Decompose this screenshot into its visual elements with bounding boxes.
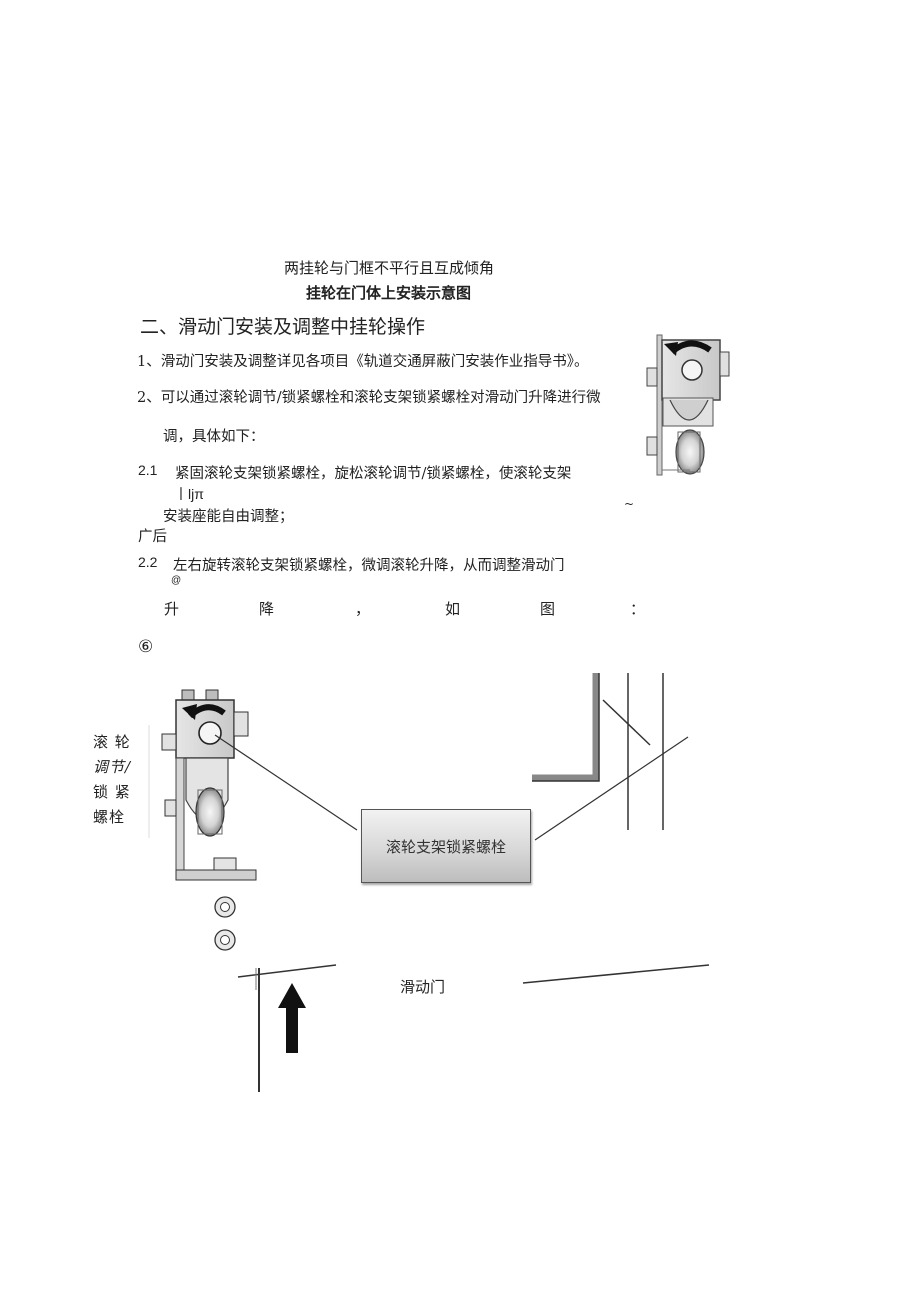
sliding-door-label: 滑动门 [400,978,446,996]
leader-line [214,734,358,831]
circled-number: ⑥ [138,637,154,657]
label-line: 螺栓 [93,808,126,826]
bracket-lock-bolt-label-box: 滚轮支架锁紧螺栓 [361,809,531,883]
bolt-icon [198,721,222,745]
spread-char: ， [355,600,371,618]
section-heading: 二、滑动门安装及调整中挂轮操作 [140,316,426,338]
sliding-door-illustration [237,964,710,1092]
bracket-lock-bolt-label: 滚轮支架锁紧螺栓 [385,837,506,856]
caption-install-diagram: 挂轮在门体上安装示意图 [306,284,472,302]
item-2-1-text: 紧固滚轮支架锁紧螺栓，旋松滚轮调节/锁紧螺栓，使滚轮支架 [175,466,572,482]
item-2-1-number: 2.1 [138,462,158,478]
item-2-text: 2、可以通过滚轮调节/锁紧螺栓和滚轮支架锁紧螺栓对滑动门升降进行微 [137,390,601,406]
large-roller-illustration [148,689,257,951]
spread-char: 升 [164,600,180,618]
rotate-arrow-icon [664,342,678,356]
bolt-icon [681,359,703,381]
label-line: 调节/ [93,758,132,776]
tilde-mark: ~ [624,497,635,511]
leader-line [534,736,689,841]
item-2-2-text: 左右旋转滚轮支架锁紧螺栓，微调滚轮升降，从而调整滑动门 [173,558,565,574]
spread-char: 图 [540,600,556,618]
item-2-2-number: 2.2 [138,554,158,570]
item-2-1-continuation: 安装座能自由调整； [163,509,294,525]
door-frame-illustration [532,673,664,830]
item-2-continuation: 调，具体如下： [163,429,265,445]
ocr-artifact: 丨ljπ [174,486,204,502]
label-line: 锁 紧 [93,783,131,801]
item-2-1-trailing: 广后 [138,529,167,545]
label-line: 滚 轮 [93,733,131,751]
roller-adjust-lock-bolt-label: 滚 轮 调节/ 锁 紧 螺栓 [93,730,131,830]
spread-char: ： [630,600,646,618]
spread-char: 如 [445,600,461,618]
rotate-arrow-icon [182,704,197,720]
roller-wheel-icon [195,787,225,837]
caption-tilt: 两挂轮与门框不平行且互成倾角 [284,259,495,277]
roller-wheel-icon [675,429,705,475]
up-arrow-icon [278,983,306,1053]
at-mark: @ [171,575,182,586]
item-1-text: 1、滑动门安装及调整详见各项目《轨道交通屏蔽门安装作业指导书》。 [137,354,589,370]
small-roller-illustration [646,334,730,476]
spread-char: 降 [259,600,275,618]
